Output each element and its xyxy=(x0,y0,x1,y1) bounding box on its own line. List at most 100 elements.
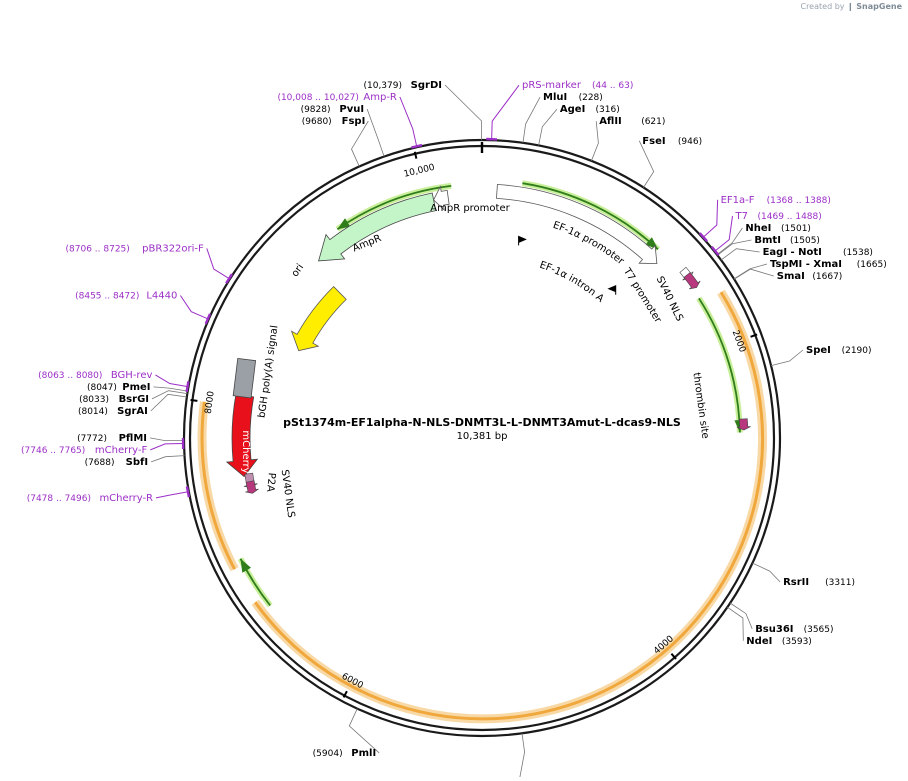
rsrii-position: (3311) xyxy=(825,578,855,588)
tspmi-xmai-enzyme-label[interactable]: TspMI - XmaI xyxy=(770,259,842,270)
smai-enzyme-label[interactable]: SmaI xyxy=(777,271,805,282)
agei-enzyme-label[interactable]: AgeI xyxy=(560,104,585,115)
nhei-position: (1501) xyxy=(781,224,811,234)
amp-r-position: (10,008 .. 10,027) xyxy=(277,93,358,103)
mcherry-r-leader xyxy=(156,492,189,498)
aflii-leader xyxy=(591,121,598,161)
bgh-rev-primer-label[interactable]: BGH-rev xyxy=(111,370,153,381)
bmti-leader xyxy=(717,240,751,255)
prs-marker-leader xyxy=(492,85,519,140)
bsu36i-enzyme-label[interactable]: Bsu36I xyxy=(755,624,793,635)
pmei-leader xyxy=(154,387,188,391)
smai-position: (1667) xyxy=(812,272,842,282)
feature-label-mcherry: mCherry xyxy=(240,430,251,473)
mcherry-r-position: (7478 .. 7496) xyxy=(27,494,91,504)
fsei-leader xyxy=(639,141,653,188)
agei-leader xyxy=(539,109,557,145)
spei-leader xyxy=(771,350,803,366)
feature-label-sv40-nls: SV40 NLS xyxy=(279,469,297,519)
smai-leader xyxy=(734,269,774,279)
pvui-enzyme-label[interactable]: PvuI xyxy=(339,104,364,115)
sv40-nls-feature[interactable] xyxy=(245,481,258,494)
sgrai-position: (8014) xyxy=(78,407,108,417)
nhei-leader xyxy=(717,228,742,255)
pbr322ori-f-leader xyxy=(207,248,230,279)
prs-marker-primer-label[interactable]: pRS-marker xyxy=(522,80,582,91)
agei-position: (316) xyxy=(596,105,620,115)
tick-mark xyxy=(191,400,198,401)
bsrgi-enzyme-label[interactable]: BsrGI xyxy=(119,394,149,405)
rsrii-enzyme-label[interactable]: RsrII xyxy=(783,577,809,588)
fspi-position: (9680) xyxy=(302,117,332,127)
bmti-enzyme-label[interactable]: BmtI xyxy=(754,235,781,246)
mlui-leader xyxy=(523,97,540,143)
sbfi-position: (7688) xyxy=(85,458,115,468)
nhei-enzyme-label[interactable]: NheI xyxy=(745,223,771,234)
plasmid-title: pSt1374m-EF1alpha-N-NLS-DNMT3L-L-DNMT3Am… xyxy=(283,416,681,429)
t7-position: (1469 .. 1488) xyxy=(758,212,822,222)
ndei-leader xyxy=(727,607,743,641)
bgh-polya-feature[interactable] xyxy=(233,358,255,397)
l4440-primer-label[interactable]: L4440 xyxy=(146,291,177,302)
feature-label-ef1a-intron: EF-1α intron A xyxy=(538,260,606,305)
sgrdi-leader xyxy=(445,85,482,140)
fsei-enzyme-label[interactable]: FseI xyxy=(642,136,665,147)
feature-label-t7-promoter: T7 promoter xyxy=(620,266,663,326)
l4440-position: (8455 .. 8472) xyxy=(75,292,139,302)
sbfi-leader xyxy=(151,456,184,462)
mlui-position: (228) xyxy=(579,93,603,103)
pflmi-enzyme-label[interactable]: PflMI xyxy=(119,433,147,444)
aflii-enzyme-label[interactable]: AflII xyxy=(599,116,622,127)
amp-r-primer-label[interactable]: Amp-R xyxy=(363,92,397,103)
credit-line: Created by ❙ SnapGene xyxy=(800,2,902,11)
green-arrows xyxy=(241,183,745,605)
bsu36i-position: (3565) xyxy=(804,625,834,635)
bsu36i-leader xyxy=(730,603,752,629)
rsrii-leader xyxy=(753,563,781,582)
mlui-enzyme-label[interactable]: MluI xyxy=(543,92,567,103)
pmli-enzyme-label[interactable]: PmlI xyxy=(351,748,376,759)
prs-marker-position: (44 .. 63) xyxy=(592,81,633,91)
intron-end-flag-icon xyxy=(609,286,616,295)
t7-primer-label[interactable]: T7 xyxy=(735,211,748,222)
pmei-position: (8047) xyxy=(87,383,117,393)
sgrai-enzyme-label[interactable]: SgrAI xyxy=(117,406,148,417)
bgh-rev-position: (8063 .. 8080) xyxy=(38,371,102,381)
snapgene-logo-icon: ❙ xyxy=(847,2,854,11)
ef1a-f-leader xyxy=(703,200,718,238)
credit-brand[interactable]: SnapGene xyxy=(856,2,902,11)
feature-label-p2a: P2A xyxy=(264,472,277,492)
ori-feature[interactable] xyxy=(292,287,347,351)
eagi-noti-position: (1538) xyxy=(843,248,873,258)
tspmi-xmai-position: (1665) xyxy=(857,260,887,270)
pmli-position: (5904) xyxy=(313,749,343,759)
sbfi-enzyme-label[interactable]: SbfI xyxy=(126,457,148,468)
ndei-enzyme-label[interactable]: NdeI xyxy=(746,636,772,647)
mcherry-f-primer-label[interactable]: mCherry-F xyxy=(95,445,148,456)
tick-label: 10,000 xyxy=(403,163,436,180)
pflmi-leader xyxy=(150,438,184,441)
eagi-noti-enzyme-label[interactable]: EagI - NotI xyxy=(763,247,822,258)
map-center-label: pSt1374m-EF1alpha-N-NLS-DNMT3L-L-DNMT3Am… xyxy=(283,416,681,442)
eagi-noti-leader xyxy=(721,249,760,260)
spei-enzyme-label[interactable]: SpeI xyxy=(806,345,831,356)
ef1a-f-primer-label[interactable]: EF1a-F xyxy=(721,195,755,206)
bgh-rev-leader xyxy=(155,375,188,387)
pvui-leader xyxy=(367,109,384,157)
bmti-position: (1505) xyxy=(790,236,820,246)
pmei-enzyme-label[interactable]: PmeI xyxy=(122,382,150,393)
fspi-leader xyxy=(352,121,369,166)
sgrdi-position: (10,379) xyxy=(363,81,402,91)
l4440-leader xyxy=(180,296,208,320)
intron-start-flag-icon xyxy=(519,236,526,245)
fspi-enzyme-label[interactable]: FspI xyxy=(342,116,366,127)
ecorv-leader xyxy=(519,733,525,777)
bsrgi-position: (8033) xyxy=(79,395,109,405)
sgrdi-enzyme-label[interactable]: SgrDI xyxy=(411,80,442,91)
pbr322ori-f-primer-label[interactable]: pBR322ori-F xyxy=(142,243,204,254)
mcherry-f-leader xyxy=(150,444,184,450)
mcherry-r-primer-label[interactable]: mCherry-R xyxy=(99,493,153,504)
